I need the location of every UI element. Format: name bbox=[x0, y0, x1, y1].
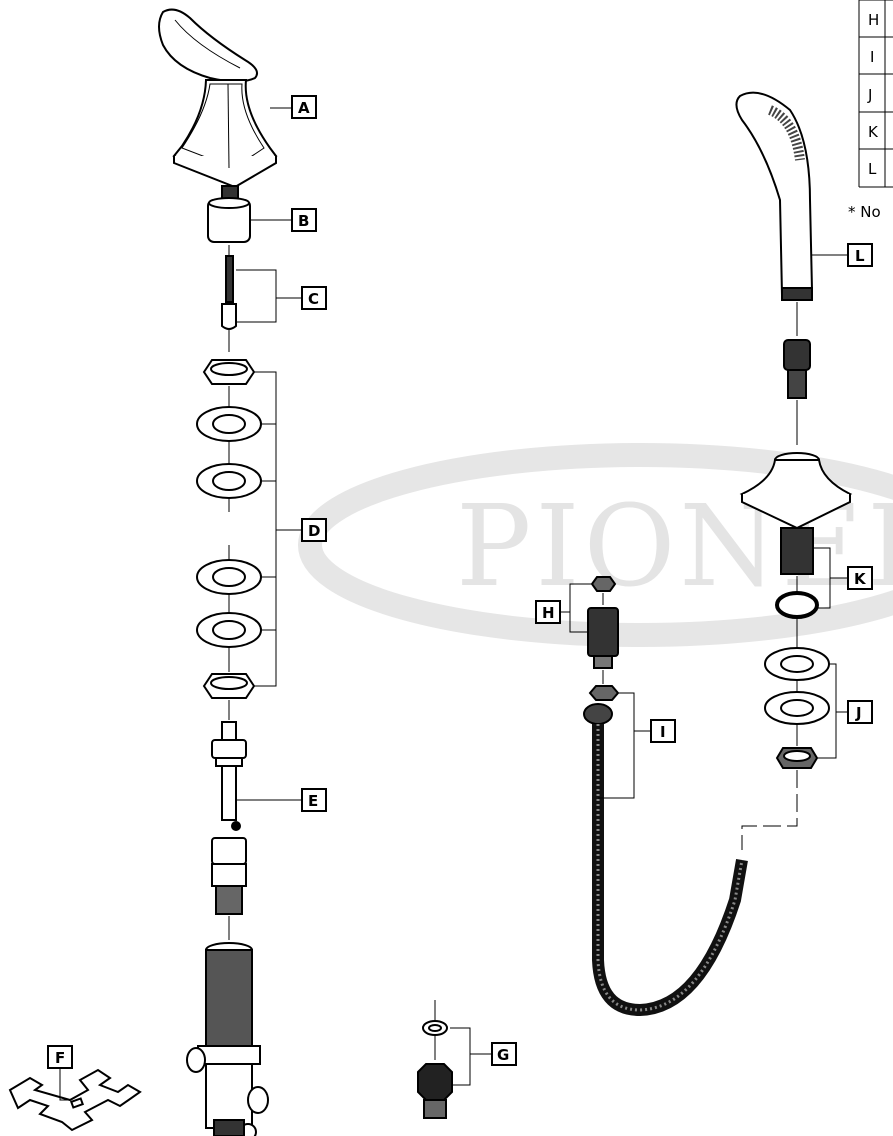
callout-label-c: C bbox=[308, 290, 319, 308]
callout-leaders bbox=[59, 107, 848, 1101]
callout-label-a: A bbox=[298, 99, 310, 117]
callout-label-g: G bbox=[497, 1046, 509, 1064]
callout-label-e: E bbox=[308, 792, 318, 810]
callout-label-i: I bbox=[660, 723, 666, 741]
callout-label-h: H bbox=[542, 604, 555, 622]
table-row-label: L bbox=[868, 160, 877, 178]
handle-a bbox=[158, 8, 278, 189]
table-row-label: K bbox=[868, 123, 879, 141]
callout-label-b: B bbox=[298, 212, 309, 230]
fitting-g bbox=[417, 1000, 453, 1119]
parts-table bbox=[858, 0, 893, 188]
callout-label-j: J bbox=[855, 704, 862, 722]
table-footnote: * No bbox=[848, 203, 881, 221]
callout-label-f: F bbox=[55, 1049, 65, 1067]
table-row-label: H bbox=[868, 11, 879, 29]
valve-body bbox=[186, 942, 269, 1136]
screw-c bbox=[221, 245, 237, 352]
washers-j bbox=[741, 618, 830, 850]
callout-label-k: K bbox=[854, 570, 867, 588]
callout-label-d: D bbox=[308, 522, 320, 540]
bracket-f bbox=[8, 1068, 142, 1132]
cartridge-e bbox=[211, 721, 247, 940]
callout-boxes bbox=[47, 95, 873, 1069]
adapter-b bbox=[207, 185, 251, 243]
hose-i bbox=[583, 703, 748, 1017]
table-row-label: J bbox=[867, 86, 872, 104]
diverter-base-k bbox=[739, 452, 853, 619]
callout-label-l: L bbox=[855, 247, 865, 265]
hand-shower-l bbox=[735, 91, 814, 445]
nuts-washers-d bbox=[196, 359, 262, 720]
table-row-label: I bbox=[870, 48, 874, 66]
